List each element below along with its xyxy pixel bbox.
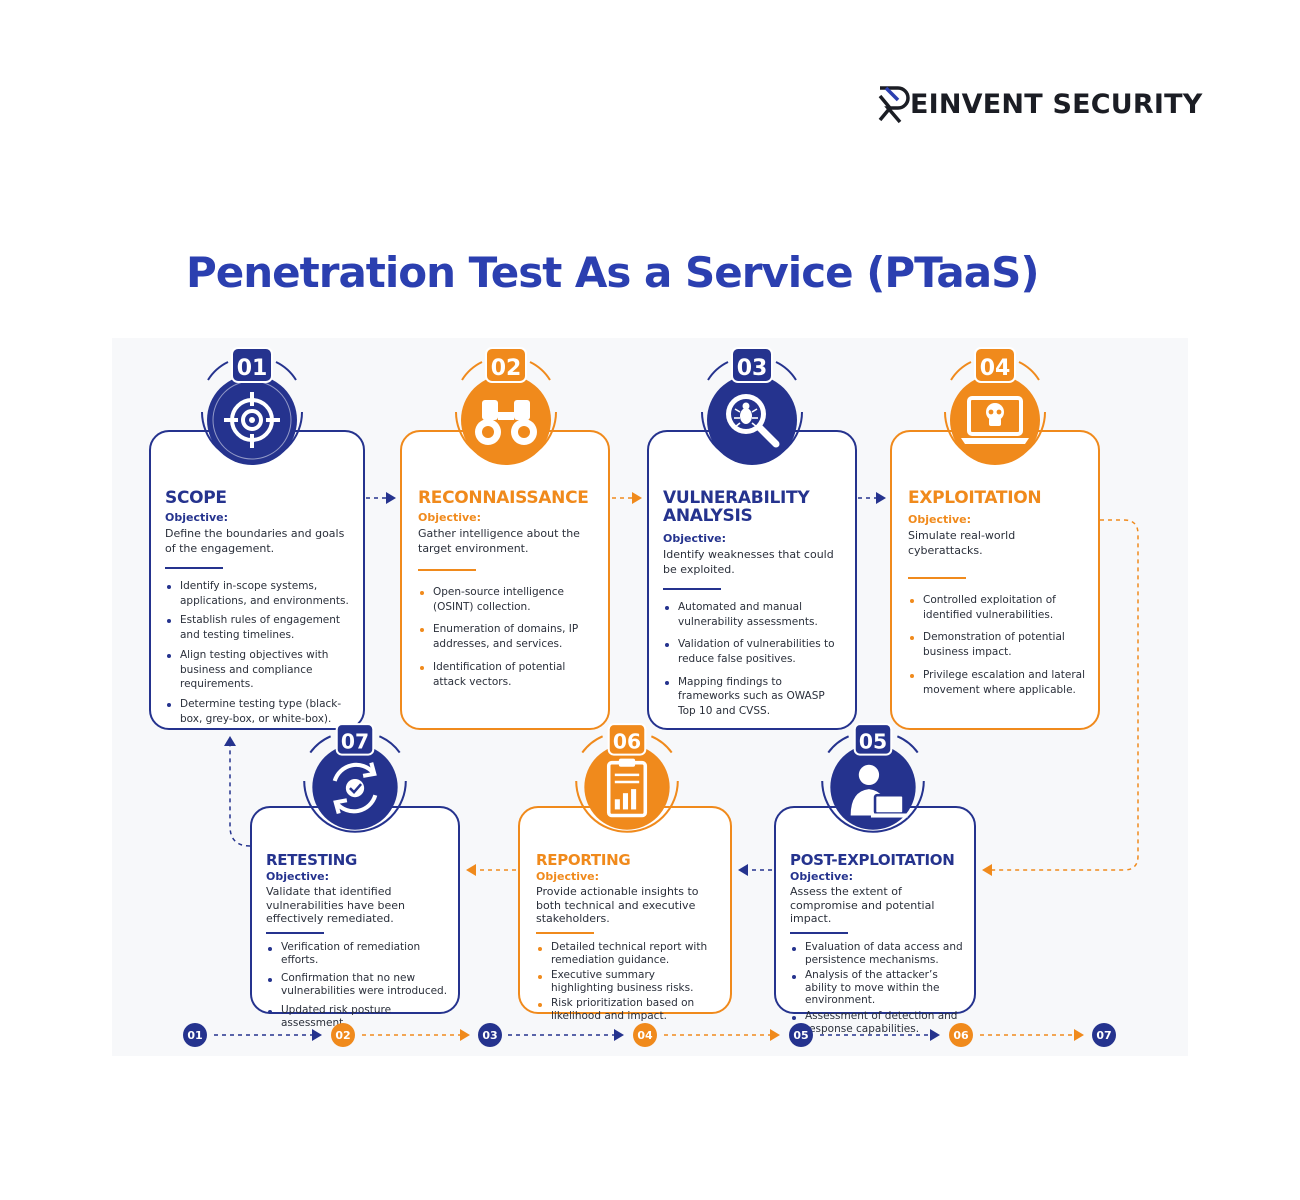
list-item: Demonstration of potential business impa…: [908, 630, 1088, 659]
brand-name: EINVENT SECURITY: [910, 88, 1203, 120]
objective-label: Objective:: [418, 510, 482, 524]
timeline-node-02: 02: [331, 1023, 355, 1047]
bullet-list: Identify in-scope systems, applications,…: [165, 579, 353, 726]
list-item: Detailed technical report with remediati…: [536, 941, 720, 966]
step-number: 07: [341, 729, 369, 753]
objective-label: Objective:: [165, 510, 229, 524]
timeline-node-04: 04: [633, 1023, 657, 1047]
list-item: Identification of potential attack vecto…: [418, 660, 598, 689]
divider: [165, 567, 223, 570]
bullet-list: Verification of remediation efforts. Con…: [266, 941, 448, 1030]
timeline-node-06: 06: [949, 1023, 973, 1047]
objective-text: Identify weaknesses that could be exploi…: [663, 547, 834, 577]
step-badge-05: 05: [821, 723, 925, 833]
bullet-list: Automated and manual vulnerability asses…: [663, 600, 845, 719]
bullet-list: Controlled exploitation of identified vu…: [908, 593, 1088, 697]
list-item: Controlled exploitation of identified vu…: [908, 593, 1088, 622]
timeline-node-07: 07: [1092, 1023, 1116, 1047]
report-clipboard-icon: [606, 758, 648, 818]
step-title: RECONNAISSANCE: [418, 488, 589, 508]
step-card-exploitation: EXPLOITATION Objective: Simulate real-wo…: [890, 430, 1100, 730]
objective-label: Objective:: [536, 869, 600, 883]
list-item: Identify in-scope systems, applications,…: [165, 579, 353, 608]
list-item: Updated risk posture assessment.: [266, 1004, 448, 1030]
objective-text: Provide actionable insights to both tech…: [536, 884, 699, 926]
list-item: Determine testing type (black-box, grey-…: [165, 697, 353, 726]
refresh-check-icon: [332, 762, 378, 815]
divider: [663, 587, 721, 590]
page-title: Penetration Test As a Service (PTaaS): [186, 248, 1040, 297]
step-card-vulnerability-analysis: VULNERABILITY ANALYSIS Objective: Identi…: [647, 430, 857, 730]
objective-label: Objective:: [908, 512, 972, 526]
list-item: Establish rules of engagement and testin…: [165, 613, 353, 642]
bullet-list: Detailed technical report with remediati…: [536, 941, 720, 1023]
step-badge-06: 06: [575, 723, 679, 833]
target-icon: [224, 392, 280, 448]
objective-text: Assess the extent of compromise and pote…: [790, 884, 935, 926]
list-item: Privilege escalation and lateral movemen…: [908, 668, 1088, 697]
step-badge-04: 04: [944, 347, 1046, 465]
timeline-node-05: 05: [789, 1023, 813, 1047]
step-title: EXPLOITATION: [908, 488, 1042, 508]
step-number: 05: [859, 729, 887, 753]
skull-laptop-icon: [961, 396, 1029, 444]
brand-mark-icon: [878, 86, 910, 124]
binoculars-icon: [475, 400, 537, 445]
step-card-post-exploitation: POST-EXPLOITATION Objective: Assess the …: [774, 806, 976, 1035]
divider: [790, 932, 848, 934]
hacker-laptop-icon: [850, 764, 908, 818]
list-item: Verification of remediation efforts.: [266, 941, 448, 967]
list-item: Automated and manual vulnerability asses…: [663, 600, 845, 629]
objective-text: Define the boundaries and goals of the e…: [165, 526, 345, 556]
step-title: SCOPE: [165, 488, 227, 508]
step-badge-03: 03: [701, 347, 803, 465]
list-item: Mapping findings to frameworks such as O…: [663, 675, 845, 719]
divider: [908, 577, 966, 580]
step-number: 01: [237, 356, 268, 381]
list-item: Risk prioritization based on likelihood …: [536, 997, 720, 1022]
objective-text: Simulate real-world cyberattacks.: [908, 528, 1016, 558]
list-item: Enumeration of domains, IP addresses, an…: [418, 622, 598, 651]
list-item: Analysis of the attacker’s ability to mo…: [790, 969, 964, 1007]
step-title: REPORTING: [536, 851, 631, 869]
timeline-node-03: 03: [478, 1023, 502, 1047]
list-item: Assessment of detection and response cap…: [790, 1010, 964, 1035]
list-item: Executive summary highlighting business …: [536, 969, 720, 994]
step-badge-01: 01: [201, 347, 303, 465]
step-number: 03: [737, 356, 768, 381]
step-card-scope: SCOPE Objective: Define the boundaries a…: [149, 430, 365, 730]
step-title: VULNERABILITY ANALYSIS: [663, 488, 810, 526]
divider: [266, 932, 324, 934]
objective-text: Gather intelligence about the target env…: [418, 526, 580, 556]
list-item: Open-source intelligence (OSINT) collect…: [418, 585, 598, 614]
list-item: Evaluation of data access and persistenc…: [790, 941, 964, 966]
bullet-list: Evaluation of data access and persistenc…: [790, 941, 964, 1035]
timeline-node-01: 01: [183, 1023, 207, 1047]
objective-label: Objective:: [663, 531, 727, 545]
list-item: Confirmation that no new vulnerabilities…: [266, 972, 448, 998]
step-number: 06: [613, 729, 641, 753]
divider: [418, 569, 476, 572]
brand-logo: EINVENT SECURITY: [878, 84, 1202, 124]
bug-search-icon: [726, 394, 780, 448]
objective-label: Objective:: [790, 869, 854, 883]
step-number: 04: [980, 356, 1011, 381]
step-number: 02: [491, 356, 522, 381]
objective-text: Validate that identified vulnerabilities…: [266, 884, 406, 926]
step-badge-02: 02: [455, 347, 557, 465]
divider: [536, 932, 594, 934]
step-card-reconnaissance: RECONNAISSANCE Objective: Gather intelli…: [400, 430, 610, 730]
step-title: RETESTING: [266, 851, 358, 869]
list-item: Align testing objectives with business a…: [165, 648, 353, 692]
list-item: Validation of vulnerabilities to reduce …: [663, 637, 845, 666]
bullet-list: Open-source intelligence (OSINT) collect…: [418, 585, 598, 689]
step-badge-07: 07: [303, 723, 407, 833]
objective-label: Objective:: [266, 869, 330, 883]
step-title: POST-EXPLOITATION: [790, 851, 955, 869]
